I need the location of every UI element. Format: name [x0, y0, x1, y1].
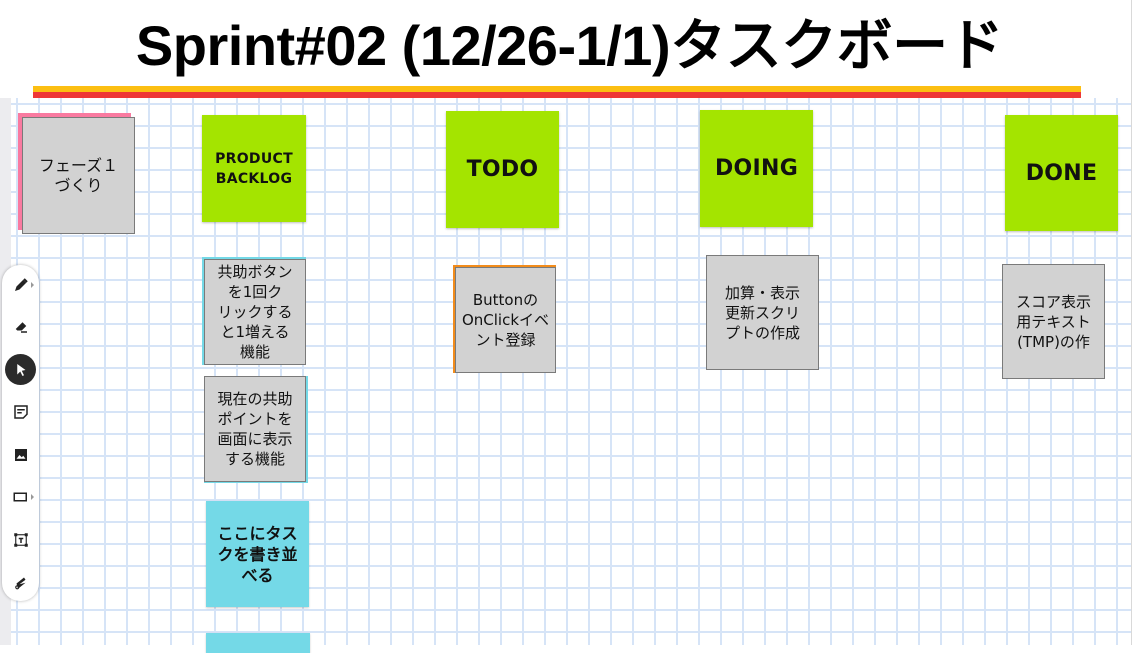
column-header-label: TODO	[466, 157, 539, 182]
task-card-text: 共助ボタン を1回ク リックする と1増える 機能	[217, 263, 293, 361]
task-card-text: 現在の共助 ポイントを 画面に表示 する機能	[217, 390, 293, 468]
eraser-icon	[15, 321, 27, 333]
laser-pointer-icon	[14, 577, 25, 589]
task-card[interactable]: Buttonの OnClickイベ ント登録	[455, 267, 556, 373]
drawing-toolbar	[2, 265, 39, 601]
column-header-todo[interactable]: TODO	[446, 111, 559, 228]
task-placeholder-note-partial[interactable]	[206, 633, 310, 653]
board-title: Sprint#02 (12/26-1/1)タスクボード	[135, 14, 1004, 77]
select-tool-button[interactable]	[5, 354, 36, 385]
task-card[interactable]: 共助ボタン を1回ク リックする と1増える 機能	[204, 259, 306, 365]
whiteboard-canvas[interactable]	[11, 98, 1131, 645]
eraser-tool-button[interactable]	[5, 310, 36, 341]
task-card-text: 加算・表示 更新スクリ プトの作成	[724, 283, 800, 342]
text-box-icon	[13, 532, 28, 547]
task-card[interactable]: 加算・表示 更新スクリ プトの作成	[706, 255, 819, 370]
task-placeholder-note[interactable]: ここにタス クを書き並 べる	[206, 501, 309, 607]
column-header-label: DOING	[714, 156, 799, 181]
pen-icon	[14, 277, 28, 291]
title-underline-red	[33, 92, 1081, 98]
phase-note-text: フェーズ１ づくり	[38, 155, 119, 195]
task-card[interactable]: スコア表示 用テキスト (TMP)の作	[1002, 264, 1105, 379]
task-card[interactable]: 現在の共助 ポイントを 画面に表示 する機能	[204, 376, 306, 482]
pen-tool-button[interactable]	[5, 269, 36, 300]
column-header-label: DONE	[1025, 160, 1098, 186]
column-header-doing[interactable]: DOING	[700, 110, 813, 227]
right-edge-divider	[1131, 0, 1132, 645]
submenu-caret-icon	[31, 282, 34, 288]
rectangle-icon	[13, 492, 27, 501]
title-underline-yellow	[33, 86, 1081, 92]
shape-tool-button[interactable]	[5, 481, 36, 512]
sticky-note-icon	[13, 404, 28, 419]
sticky-note-tool-button[interactable]	[5, 396, 36, 427]
image-icon	[14, 448, 27, 461]
submenu-caret-icon	[31, 494, 34, 500]
text-box-tool-button[interactable]	[5, 524, 36, 555]
task-placeholder-text: ここにタス クを書き並 べる	[217, 523, 298, 585]
cursor-icon	[16, 363, 25, 376]
laser-tool-button[interactable]	[5, 566, 36, 597]
column-header-label: PRODUCT BACKLOG	[215, 150, 293, 187]
image-tool-button[interactable]	[5, 439, 36, 470]
column-header-product-backlog[interactable]: PRODUCT BACKLOG	[202, 115, 306, 222]
column-header-done[interactable]: DONE	[1005, 115, 1118, 231]
task-card-text: Buttonの OnClickイベ ント登録	[461, 291, 550, 349]
task-card-text: スコア表示 用テキスト (TMP)の作	[1015, 292, 1091, 351]
phase-note[interactable]: フェーズ１ づくり	[22, 117, 135, 234]
